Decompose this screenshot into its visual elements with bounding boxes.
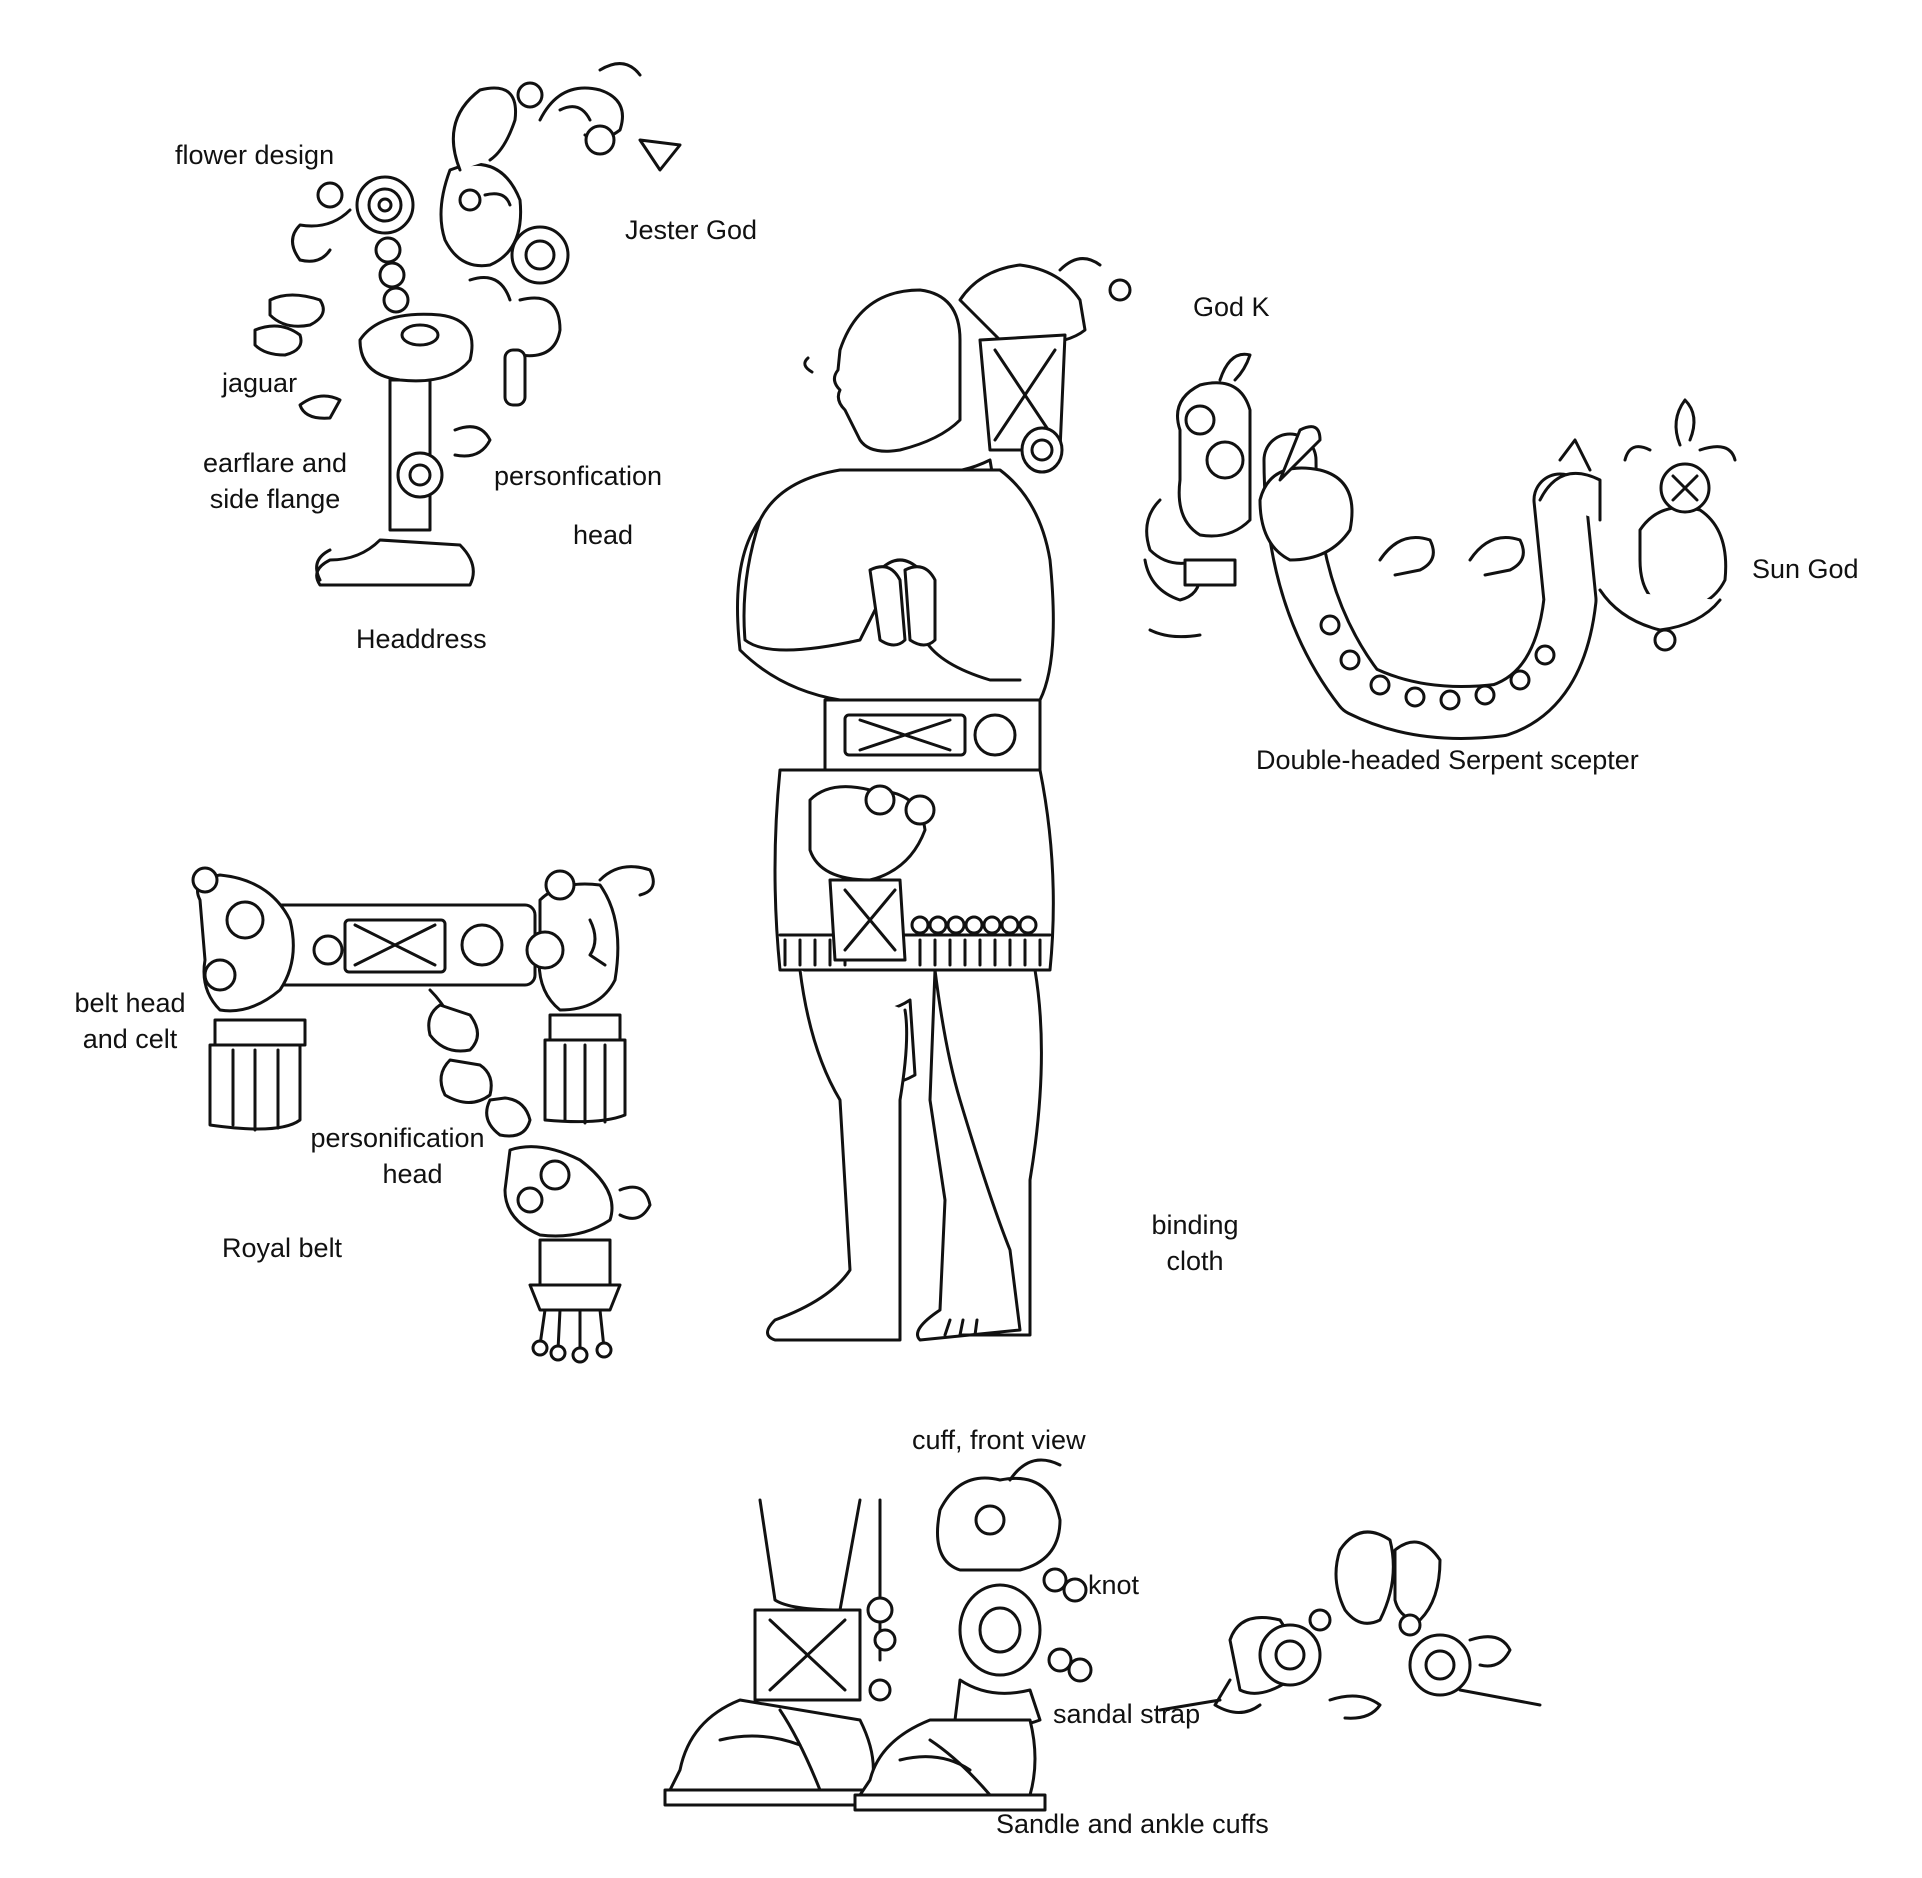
label-earflare: earflare and side flange [190,450,360,513]
label-sandal-strap: sandal strap [1053,1699,1201,1729]
label-earflare-line2: side flange [209,484,341,514]
label-binding-line1: binding [1151,1210,1239,1240]
label-knot: knot [1088,1570,1140,1600]
caption-royal-belt: Royal belt [222,1233,343,1263]
caption-scepter: Double-headed Serpent scepter [1256,745,1639,775]
label-jester-god: Jester God [625,215,758,245]
label-cuff-front-view: cuff, front view [912,1425,1086,1455]
label-personification-line1: personfication [493,461,663,491]
label-earflare-line1: earflare and [202,448,348,478]
label-personification-head-belt: personification head [295,1125,500,1188]
caption-sandal: Sandle and ankle cuffs [996,1809,1269,1839]
label-belt-head-line2: and celt [82,1024,178,1054]
label-jaguar: jaguar [222,368,298,398]
label-binding-line2: cloth [1166,1246,1224,1276]
label-god-k: God K [1193,292,1270,322]
label-belt-personification-line2: head [382,1159,443,1189]
label-belt-head-celt: belt head and celt [60,990,200,1053]
label-sun-god: Sun God [1752,554,1859,584]
label-belt-personification-line1: personification [310,1123,485,1153]
caption-headdress: Headdress [356,624,487,654]
label-flower-design: flower design [175,140,335,170]
label-personification-line2: head [572,520,634,550]
label-binding-cloth: binding cloth [1140,1212,1250,1275]
label-personification-head-headdress: personfication head [478,463,678,549]
label-belt-head-line1: belt head [74,988,186,1018]
